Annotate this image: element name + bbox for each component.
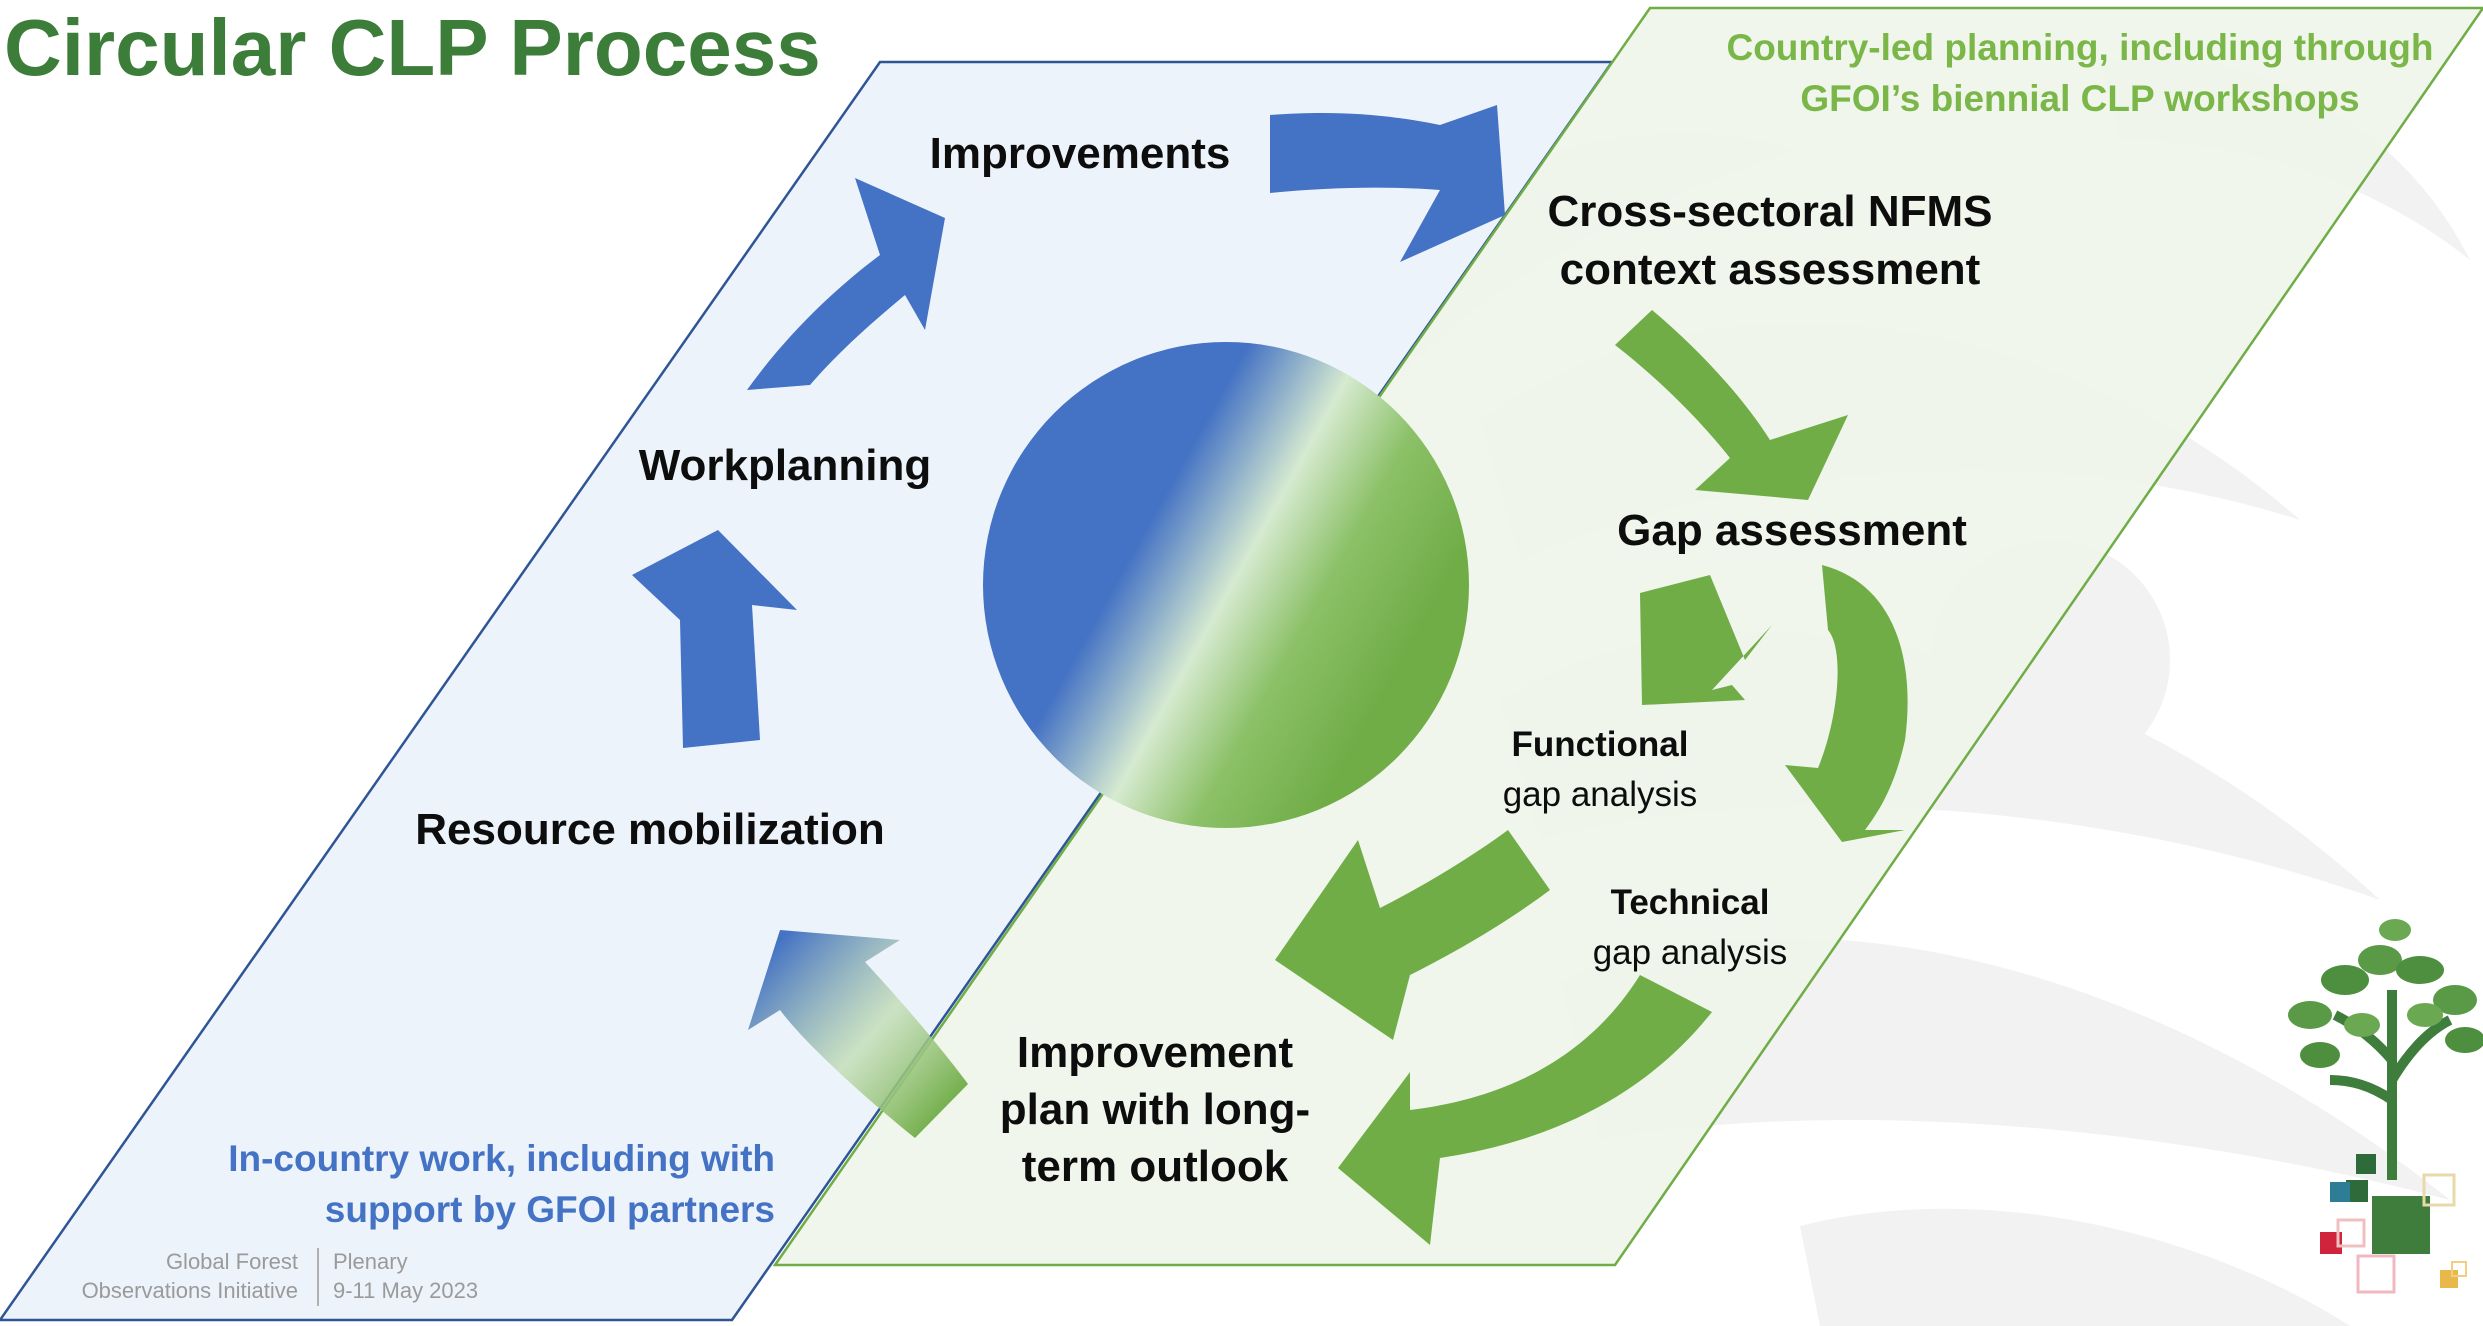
step-cross-sectoral-assessment: Cross-sectoral NFMS context assessment: [1500, 183, 2040, 299]
in-country-note-line-2: support by GFOI partners: [324, 1189, 775, 1230]
arrow-improvements-to-cross-sectoral: [1270, 105, 1505, 262]
arrow-resource-to-workplanning: [632, 530, 797, 748]
in-country-note-line-1: In-country work, including with: [228, 1138, 775, 1179]
footer-event-line-1: Plenary: [333, 1249, 408, 1274]
improvement-plan-line-3: term outlook: [1021, 1142, 1289, 1191]
functional-title: Functional: [1511, 725, 1689, 764]
country-led-note-line-1: Country-led planning, including through: [1726, 27, 2434, 68]
step-technical-gap-analysis: Technical gap analysis: [1540, 878, 1840, 978]
gfoi-tree-logo-icon: [2288, 919, 2483, 1294]
arrow-gap-to-technical: [1785, 565, 1908, 842]
country-led-note-line-2: GFOI’s biennial CLP workshops: [1800, 78, 2360, 119]
arrow-workplanning-to-improvements: [747, 178, 945, 390]
cross-sectoral-line-2: context assessment: [1559, 245, 1981, 294]
in-country-note: In-country work, including with support …: [180, 1133, 775, 1235]
step-workplanning: Workplanning: [638, 441, 932, 490]
footer-event: Plenary 9-11 May 2023: [333, 1247, 553, 1305]
cross-sectoral-line-1: Cross-sectoral NFMS: [1547, 187, 1993, 236]
center-sphere: [983, 342, 1469, 828]
footer-event-line-2: 9-11 May 2023: [333, 1278, 479, 1303]
page-title: Circular CLP Process: [4, 3, 821, 92]
arrow-functional-to-plan: [1275, 830, 1550, 1040]
footer-org: Global Forest Observations Initiative: [20, 1247, 298, 1305]
step-gap-assessment: Gap assessment: [1617, 506, 1967, 555]
functional-sub: gap analysis: [1502, 775, 1698, 814]
technical-title: Technical: [1610, 883, 1770, 922]
arrow-cross-sectoral-to-gap: [1615, 310, 1848, 500]
arrow-gap-to-functional: [1640, 575, 1772, 705]
footer-org-line-2: Observations Initiative: [81, 1278, 298, 1303]
step-functional-gap-analysis: Functional gap analysis: [1450, 720, 1750, 820]
technical-sub: gap analysis: [1592, 933, 1788, 972]
step-improvement-plan: Improvement plan with long- term outlook: [955, 1024, 1355, 1195]
arrow-technical-to-plan: [1338, 975, 1712, 1245]
improvement-plan-line-1: Improvement: [1016, 1028, 1294, 1077]
arrow-plan-to-resource: [748, 930, 968, 1138]
improvement-plan-line-2: plan with long-: [999, 1085, 1311, 1134]
country-led-note: Country-led planning, including through …: [1725, 22, 2435, 124]
country-led-panel: [772, 6, 2483, 1267]
footer-org-line-1: Global Forest: [165, 1249, 298, 1274]
step-improvements: Improvements: [929, 129, 1231, 178]
step-resource-mobilization: Resource mobilization: [415, 805, 885, 854]
